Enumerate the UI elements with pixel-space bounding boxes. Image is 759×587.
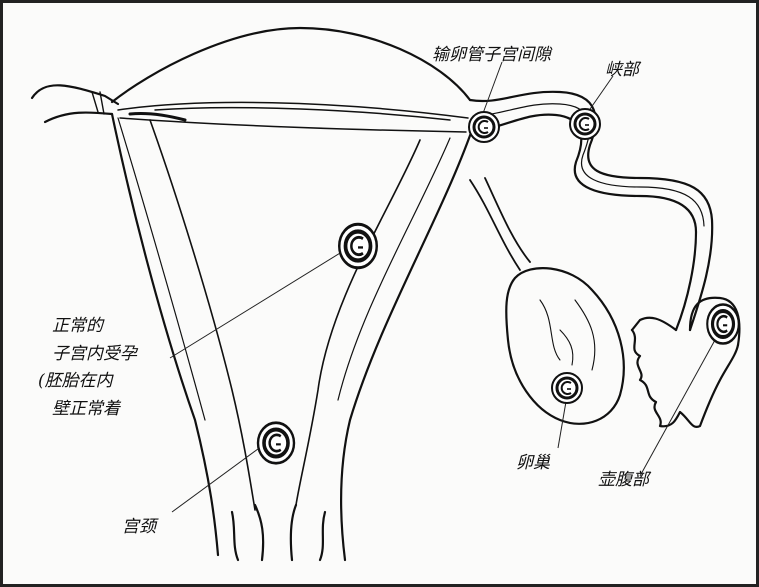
- label-ovary: 卵巢: [516, 455, 550, 472]
- ovarian-embryo-icon: [552, 373, 582, 403]
- cervix-canal: [232, 505, 325, 560]
- uterus-fundus: [112, 28, 470, 102]
- label-ampulla: 壶腹部: [598, 472, 649, 489]
- label-normal-line4: 壁正常着: [52, 401, 120, 418]
- label-normal-line1: 正常的: [52, 318, 103, 335]
- label-cervix: 宫颈: [122, 519, 156, 536]
- uterus-right-wall: [341, 130, 472, 560]
- uterus-left-wall: [112, 114, 218, 555]
- label-normal-line3: (胚胎在内: [38, 373, 113, 390]
- ovarian-ligament: [470, 178, 530, 270]
- ampulla-embryo-icon: [707, 305, 739, 344]
- uterine-embryo-icon: [339, 224, 377, 268]
- left-ligament: [32, 85, 118, 122]
- interstitial-embryo-icon: [469, 112, 499, 142]
- isthmus-embryo-icon: [570, 109, 600, 139]
- label-interstitial: 输卵管子宫间隙: [432, 47, 551, 64]
- label-isthmus: 峡部: [605, 62, 639, 79]
- cervical-embryo-icon: [258, 423, 294, 464]
- label-normal-line2: 子宫内受孕: [52, 346, 137, 363]
